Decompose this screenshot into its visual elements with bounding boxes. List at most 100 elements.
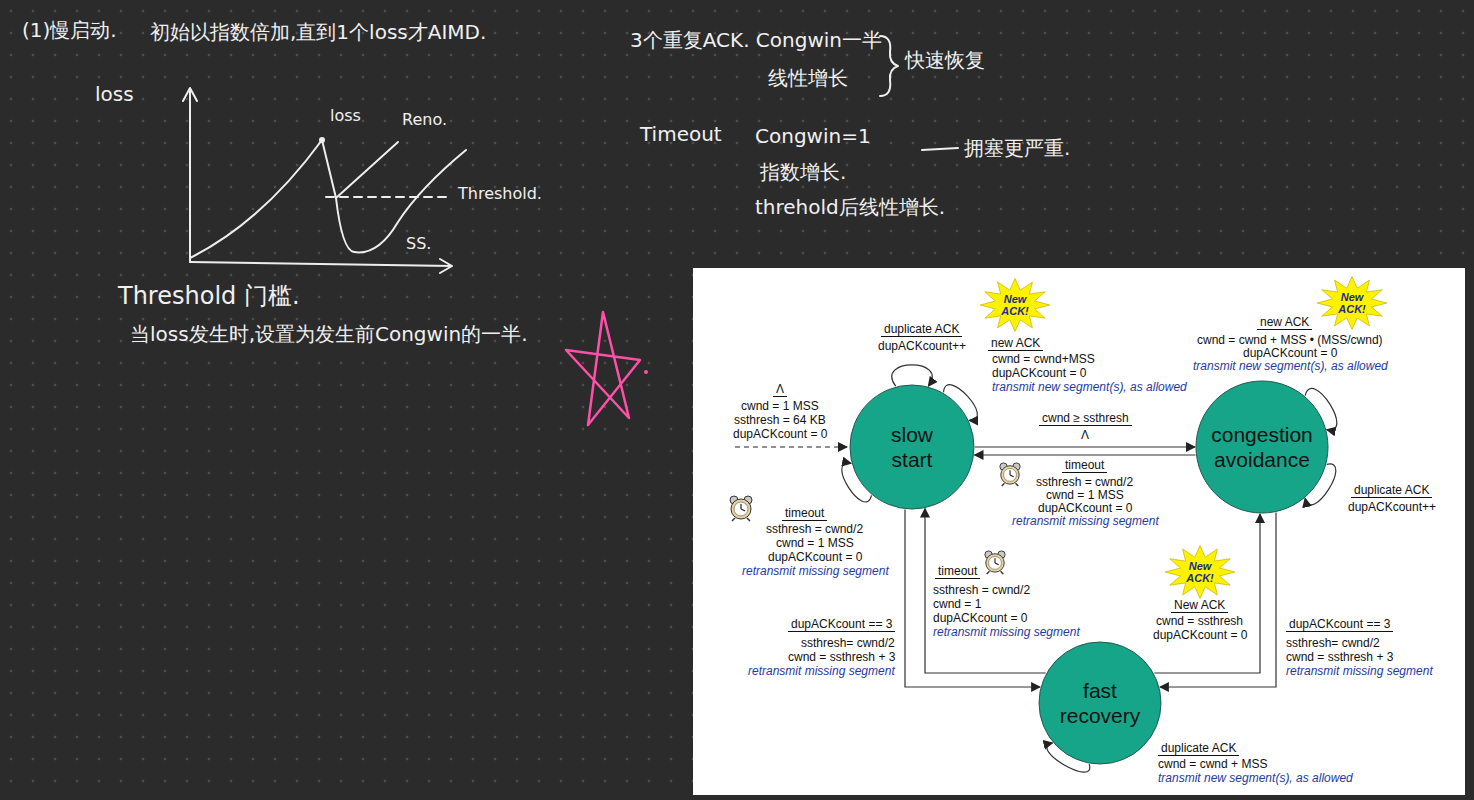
state-circle: slow start bbox=[849, 384, 975, 510]
state-name: slow start bbox=[891, 422, 933, 472]
transition-event: timeout bbox=[935, 564, 980, 579]
new-ack-badge: New ACK! bbox=[995, 293, 1035, 317]
state-circle: congestion avoidance bbox=[1195, 380, 1329, 514]
state-outline bbox=[1038, 641, 1162, 765]
action-text: dupACKcount++ bbox=[1348, 500, 1436, 514]
transition-event: new ACK bbox=[988, 336, 1043, 351]
loss-point bbox=[319, 137, 325, 143]
handwritten-note: Congwin=1 bbox=[755, 124, 871, 148]
fsm-panel bbox=[693, 268, 1465, 795]
action-text: ssthresh= cwnd/2 bbox=[801, 636, 895, 650]
action-text: ssthresh = cwnd/2 bbox=[933, 583, 1030, 597]
pink-dot bbox=[644, 370, 648, 374]
action-text-blue: transmit new segment(s), as allowed bbox=[1193, 359, 1388, 373]
action-text: cwnd = ssthresh bbox=[1156, 614, 1243, 628]
reno-line bbox=[336, 142, 398, 198]
handwritten-note: 拥塞更严重. bbox=[964, 136, 1070, 160]
new-ack-badge: New ACK! bbox=[1332, 291, 1372, 315]
action-text: cwnd = 1 bbox=[933, 597, 981, 611]
transition-arrow bbox=[925, 509, 1046, 673]
state-outline bbox=[849, 384, 975, 510]
handwritten-note: Timeout bbox=[640, 122, 722, 146]
action-text-blue: retransmit missing segment bbox=[748, 664, 895, 678]
action-text-blue: retransmit missing segment bbox=[1286, 664, 1433, 678]
transition-arrow bbox=[1154, 514, 1260, 673]
state-outline bbox=[1195, 380, 1329, 514]
new-ack-burst bbox=[1317, 277, 1387, 330]
action-text-blue: transmit new segment(s), as allowed bbox=[1158, 771, 1353, 785]
action-text: dupACKcount = 0 bbox=[1038, 501, 1132, 515]
brace bbox=[880, 36, 898, 96]
alarm-clock bbox=[1000, 463, 1020, 486]
handwritten-note: 当loss发生时,设置为发生前Congwin的一半. bbox=[130, 322, 528, 346]
transition-arrow bbox=[892, 365, 932, 386]
event-label: Λ bbox=[773, 382, 787, 397]
dash bbox=[922, 148, 958, 150]
x-axis bbox=[190, 259, 452, 273]
action-text: dupACKcount = 0 bbox=[733, 427, 827, 441]
handwritten-note: loss bbox=[330, 106, 361, 125]
transition-event: new ACK bbox=[1257, 315, 1312, 330]
transition-event: dupACKcount == 3 bbox=[788, 617, 895, 632]
alarm-clock bbox=[985, 551, 1005, 574]
action-text: dupACKcount = 0 bbox=[992, 366, 1086, 380]
action-text: cwnd = cwnd + MSS • (MSS/cwnd) bbox=[1197, 333, 1383, 347]
handwritten-note: 指数增长. bbox=[760, 160, 846, 184]
action-text: dupACKcount = 0 bbox=[768, 550, 862, 564]
state-fill bbox=[1039, 642, 1161, 764]
action-text: ssthresh = cwnd/2 bbox=[1036, 475, 1133, 489]
state-fill bbox=[1196, 381, 1328, 513]
transition-arrow bbox=[975, 454, 1196, 455]
handwritten-note: 线性增长 bbox=[768, 66, 848, 90]
transition-event: duplicate ACK bbox=[881, 322, 962, 337]
new-ack-badge: New ACK! bbox=[1180, 560, 1220, 584]
initial-arrow bbox=[735, 446, 847, 447]
handwritten-sketch bbox=[183, 36, 958, 273]
action-text: cwnd = 1 MSS bbox=[1046, 488, 1124, 502]
action-text: Λ bbox=[1081, 428, 1089, 442]
alarm-clock bbox=[730, 496, 752, 521]
state-text-group: slow start bbox=[891, 422, 933, 472]
action-text: ssthresh= cwnd/2 bbox=[1286, 636, 1380, 650]
action-text: cwnd = cwnd+MSS bbox=[992, 352, 1095, 366]
action-text-blue: transmit new segment(s), as allowed bbox=[992, 380, 1187, 394]
transition-event: dupACKcount == 3 bbox=[1286, 617, 1393, 632]
transition-event: timeout bbox=[1062, 458, 1107, 473]
action-text: cwnd = cwnd + MSS bbox=[1158, 757, 1267, 771]
action-text: ssthresh = 64 KB bbox=[734, 413, 826, 427]
handwritten-note: Threshold 门槛. bbox=[118, 282, 300, 311]
action-text: dupACKcount++ bbox=[878, 339, 966, 353]
transition-arrow bbox=[975, 446, 1195, 447]
handwritten-note: threhold后线性增长. bbox=[755, 195, 945, 219]
state-circle: fast recovery bbox=[1038, 641, 1162, 765]
action-text: ssthresh = cwnd/2 bbox=[766, 522, 863, 536]
action-text-blue: retransmit missing segment bbox=[1012, 514, 1159, 528]
pink-star bbox=[566, 312, 640, 425]
threshold-line bbox=[326, 196, 452, 198]
new-ack-burst bbox=[1165, 546, 1235, 599]
transition-event: duplicate ACK bbox=[1158, 741, 1239, 756]
action-text: cwnd = 1 MSS bbox=[776, 536, 854, 550]
slow-start-curve bbox=[322, 140, 466, 252]
transition-event: duplicate ACK bbox=[1351, 483, 1432, 498]
transition-event: New ACK bbox=[1171, 598, 1228, 613]
state-name: congestion avoidance bbox=[1211, 422, 1313, 472]
handwritten-note: 3个重复ACK. Congwin一半 bbox=[630, 28, 882, 52]
action-text: cwnd = 1 MSS bbox=[741, 399, 819, 413]
transition-event: cwnd ≥ ssthresh bbox=[1039, 411, 1132, 426]
action-text-blue: retransmit missing segment bbox=[933, 625, 1080, 639]
handwritten-note: loss bbox=[95, 82, 134, 106]
state-name: fast recovery bbox=[1060, 678, 1141, 728]
growth-curve bbox=[190, 140, 322, 258]
transition-event: timeout bbox=[782, 506, 827, 521]
new-ack-burst bbox=[980, 279, 1050, 332]
handwritten-note: Reno. bbox=[402, 110, 447, 129]
action-text: dupACKcount = 0 bbox=[1243, 346, 1337, 360]
handwritten-note: Threshold. bbox=[458, 184, 542, 203]
action-text: cwnd = ssthresh + 3 bbox=[1286, 650, 1393, 664]
action-text: cwnd = ssthresh + 3 bbox=[788, 650, 895, 664]
handwritten-note: 快速恢复 bbox=[905, 48, 985, 72]
y-axis bbox=[183, 88, 197, 262]
state-fill bbox=[850, 385, 974, 509]
